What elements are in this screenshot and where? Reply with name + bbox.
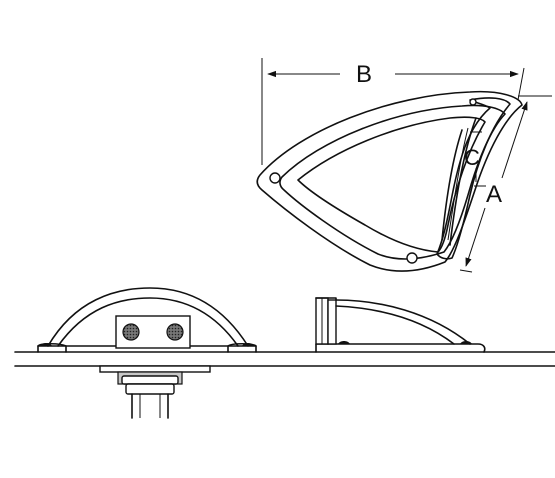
vent-grille-icon <box>166 323 184 341</box>
screw-hole-icon <box>269 172 281 184</box>
vent-top-view: B A C <box>256 58 552 273</box>
dimension-c-label: C <box>464 145 480 170</box>
dimension-a-label: A <box>486 181 502 208</box>
vent-front-view <box>37 287 257 419</box>
screw-hole-icon <box>469 98 477 106</box>
screw-hole-icon <box>406 252 418 264</box>
dimension-b-label: B <box>356 61 372 88</box>
vent-grille-icon <box>122 323 140 341</box>
vent-side-view <box>315 297 486 353</box>
deck-surface <box>14 351 555 367</box>
